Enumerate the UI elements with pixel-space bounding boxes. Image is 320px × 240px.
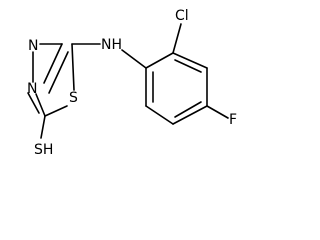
bond-ar-cl [172,23,182,54]
atom-label-cl: Cl [175,8,189,24]
bond-ar-c1-c2 [145,52,174,69]
bond-c2-n3-double [27,92,40,114]
structure-diagram: N N S SH NH Cl F [27,8,237,158]
atom-label-n3: N [28,38,38,54]
atom-label-s1: S [69,90,78,106]
bond-c5-n4-double [43,43,63,84]
bond-c5-n4-double-inner [48,51,69,94]
bond-ar-c4-c5 [172,105,208,125]
bond-s1-c2 [44,105,68,117]
bond-ar-f [206,105,229,119]
bond-c2-sh [40,115,46,139]
atom-label-f: F [229,112,237,128]
bond-ar-inner-3 [174,101,202,118]
atom-label-sh: SH [34,142,53,158]
bond-c2-n4 [35,93,46,117]
bond-ar-c2-c3 [172,52,208,69]
bond-ar-inner-2 [174,59,202,73]
molecule-structure: N N S SH NH Cl F [27,8,237,158]
bond-ar-c5-c6 [145,105,174,125]
atom-label-n4: N [27,81,37,97]
bond-nh-aryl [121,49,147,69]
atom-label-nh: NH [101,37,122,53]
bond-c5-s1 [71,43,75,91]
